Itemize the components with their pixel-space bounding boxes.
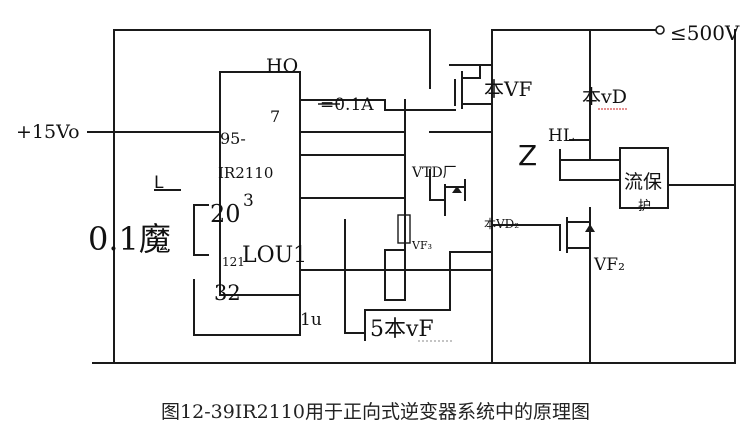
label-pin95: 95- [220,129,246,148]
label-vf2: VF₂ [593,255,625,275]
label-pin20: 20 [210,200,241,228]
label-supply-high: ≤500V [670,21,740,45]
label-vtd: VTD厂 [411,165,457,181]
supply-terminal [655,25,665,35]
label-z: Z [518,139,537,172]
label-vd2: 本VD₂ [484,217,519,231]
vf2-diode [585,224,595,232]
label-cap-01: 0.1魔 [88,220,171,258]
label-lou1: LOU1 [242,243,307,268]
label-resistor: =0.1A [320,95,374,115]
label-l: L [154,173,164,193]
label-vf-top: 本VF [484,77,532,101]
label-pin32: 32 [214,281,241,305]
figure-caption: 图12-39IR2110用于正向式逆变器系统中的原理图 [161,401,590,423]
vtd-gate [429,169,446,201]
label-vf-bottom: 5本vF [370,317,434,342]
label-hl: HL [548,126,574,146]
protect-block [619,147,669,209]
label-ho: HO [266,55,298,77]
vtd-diode [452,186,462,193]
label-pin7: 7 [270,107,280,126]
label-chip: IR2110 [218,164,273,182]
ho-wire [299,99,386,111]
label-vd-top: 本vD [582,86,627,108]
label-cap-1u: 1u [300,310,322,330]
vf3-resistor [397,214,411,244]
label-pin12: 121 [222,255,245,269]
label-protect-1: 流保 [624,171,662,193]
label-protect-2: 护 [638,199,651,214]
label-15v: +15Vo [16,121,80,143]
label-pin3: 3 [243,191,254,211]
label-vf3: VF₃ [411,239,432,252]
